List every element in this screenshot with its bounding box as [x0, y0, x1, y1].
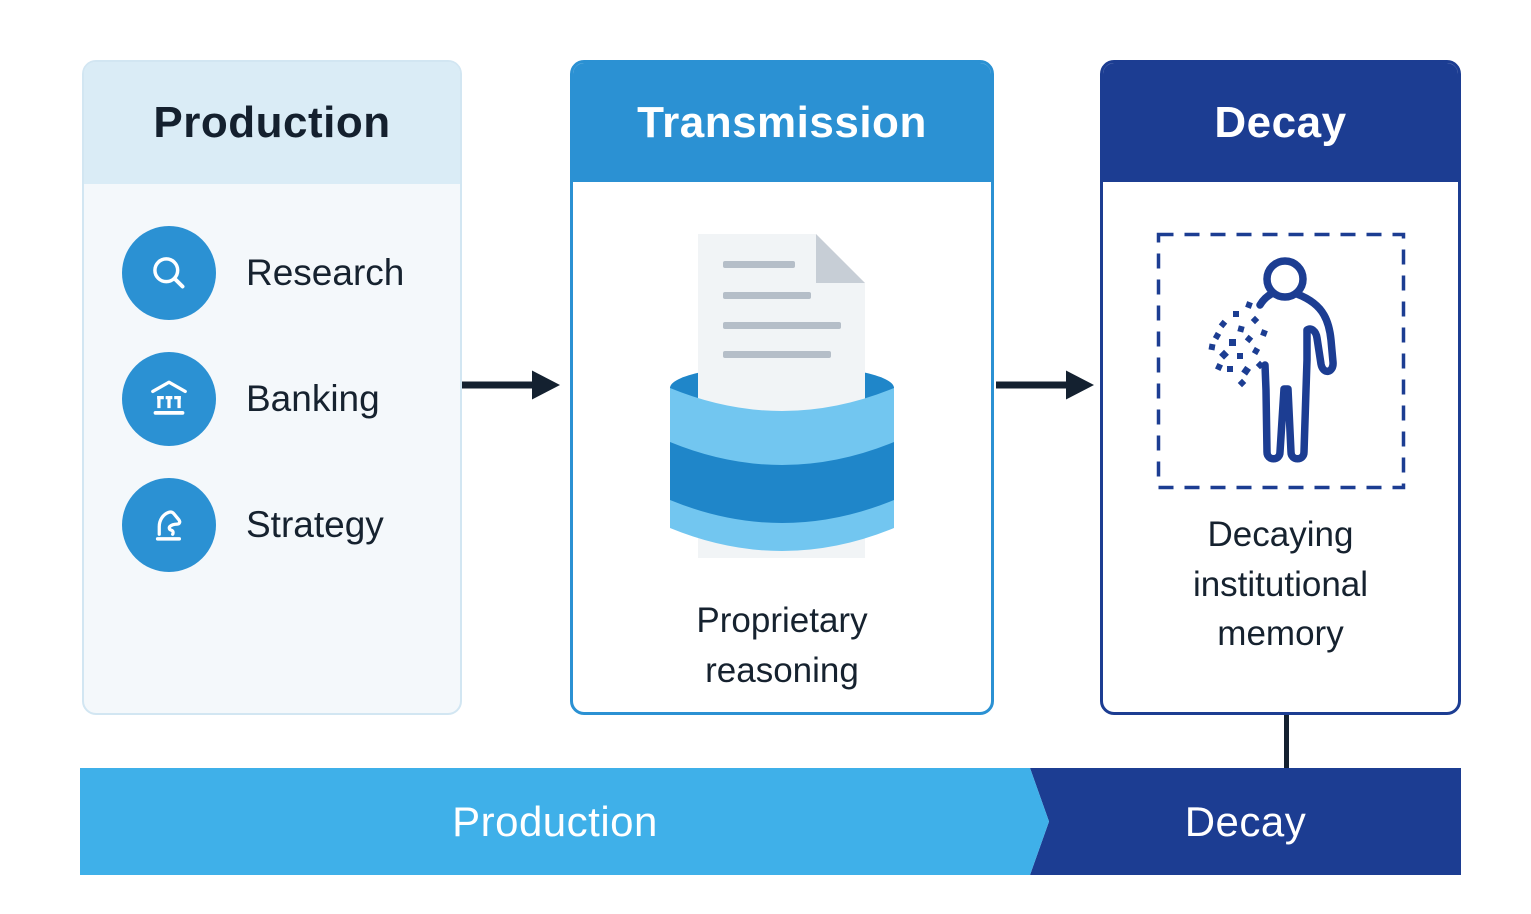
item-research-label: Research: [246, 252, 405, 293]
document-database-icon: [670, 234, 894, 558]
bank-icon: [122, 352, 216, 446]
transmission-card-title: Transmission: [573, 63, 991, 182]
dashed-frame: [1156, 232, 1405, 490]
flow-arrow-production-to-transmission: [462, 370, 560, 400]
flow-arrow-transmission-to-decay: [996, 370, 1094, 400]
item-strategy-label: Strategy: [246, 504, 384, 545]
decay-card: Decay: [1100, 60, 1461, 715]
transmission-caption: Proprietary reasoning: [696, 601, 868, 690]
decay-caption: Decaying institutional memory: [1192, 515, 1369, 654]
transmission-card: Transmission Proprietary reasoning: [570, 60, 994, 715]
decay-particles: [1208, 301, 1268, 388]
production-item-list: Research Banking: [84, 184, 460, 572]
search-icon: [122, 226, 216, 320]
timeline-production-segment: [80, 768, 1049, 875]
decay-connector-line: [1284, 715, 1289, 769]
dissolving-person-icon: [1156, 232, 1405, 490]
item-research: Research: [122, 226, 460, 320]
decay-card-title: Decay: [1103, 63, 1458, 182]
item-strategy: Strategy: [122, 478, 460, 572]
timeline-bar: [80, 768, 1461, 875]
timeline-decay-segment: [1030, 768, 1461, 875]
timeline-decay-label: Decay: [1184, 797, 1307, 845]
timeline-production-label: Production: [452, 797, 658, 845]
item-banking-label: Banking: [246, 378, 380, 419]
production-card-title: Production: [84, 62, 460, 184]
knight-icon: [122, 478, 216, 572]
production-card: Production Research: [82, 60, 462, 715]
item-banking: Banking: [122, 352, 460, 446]
